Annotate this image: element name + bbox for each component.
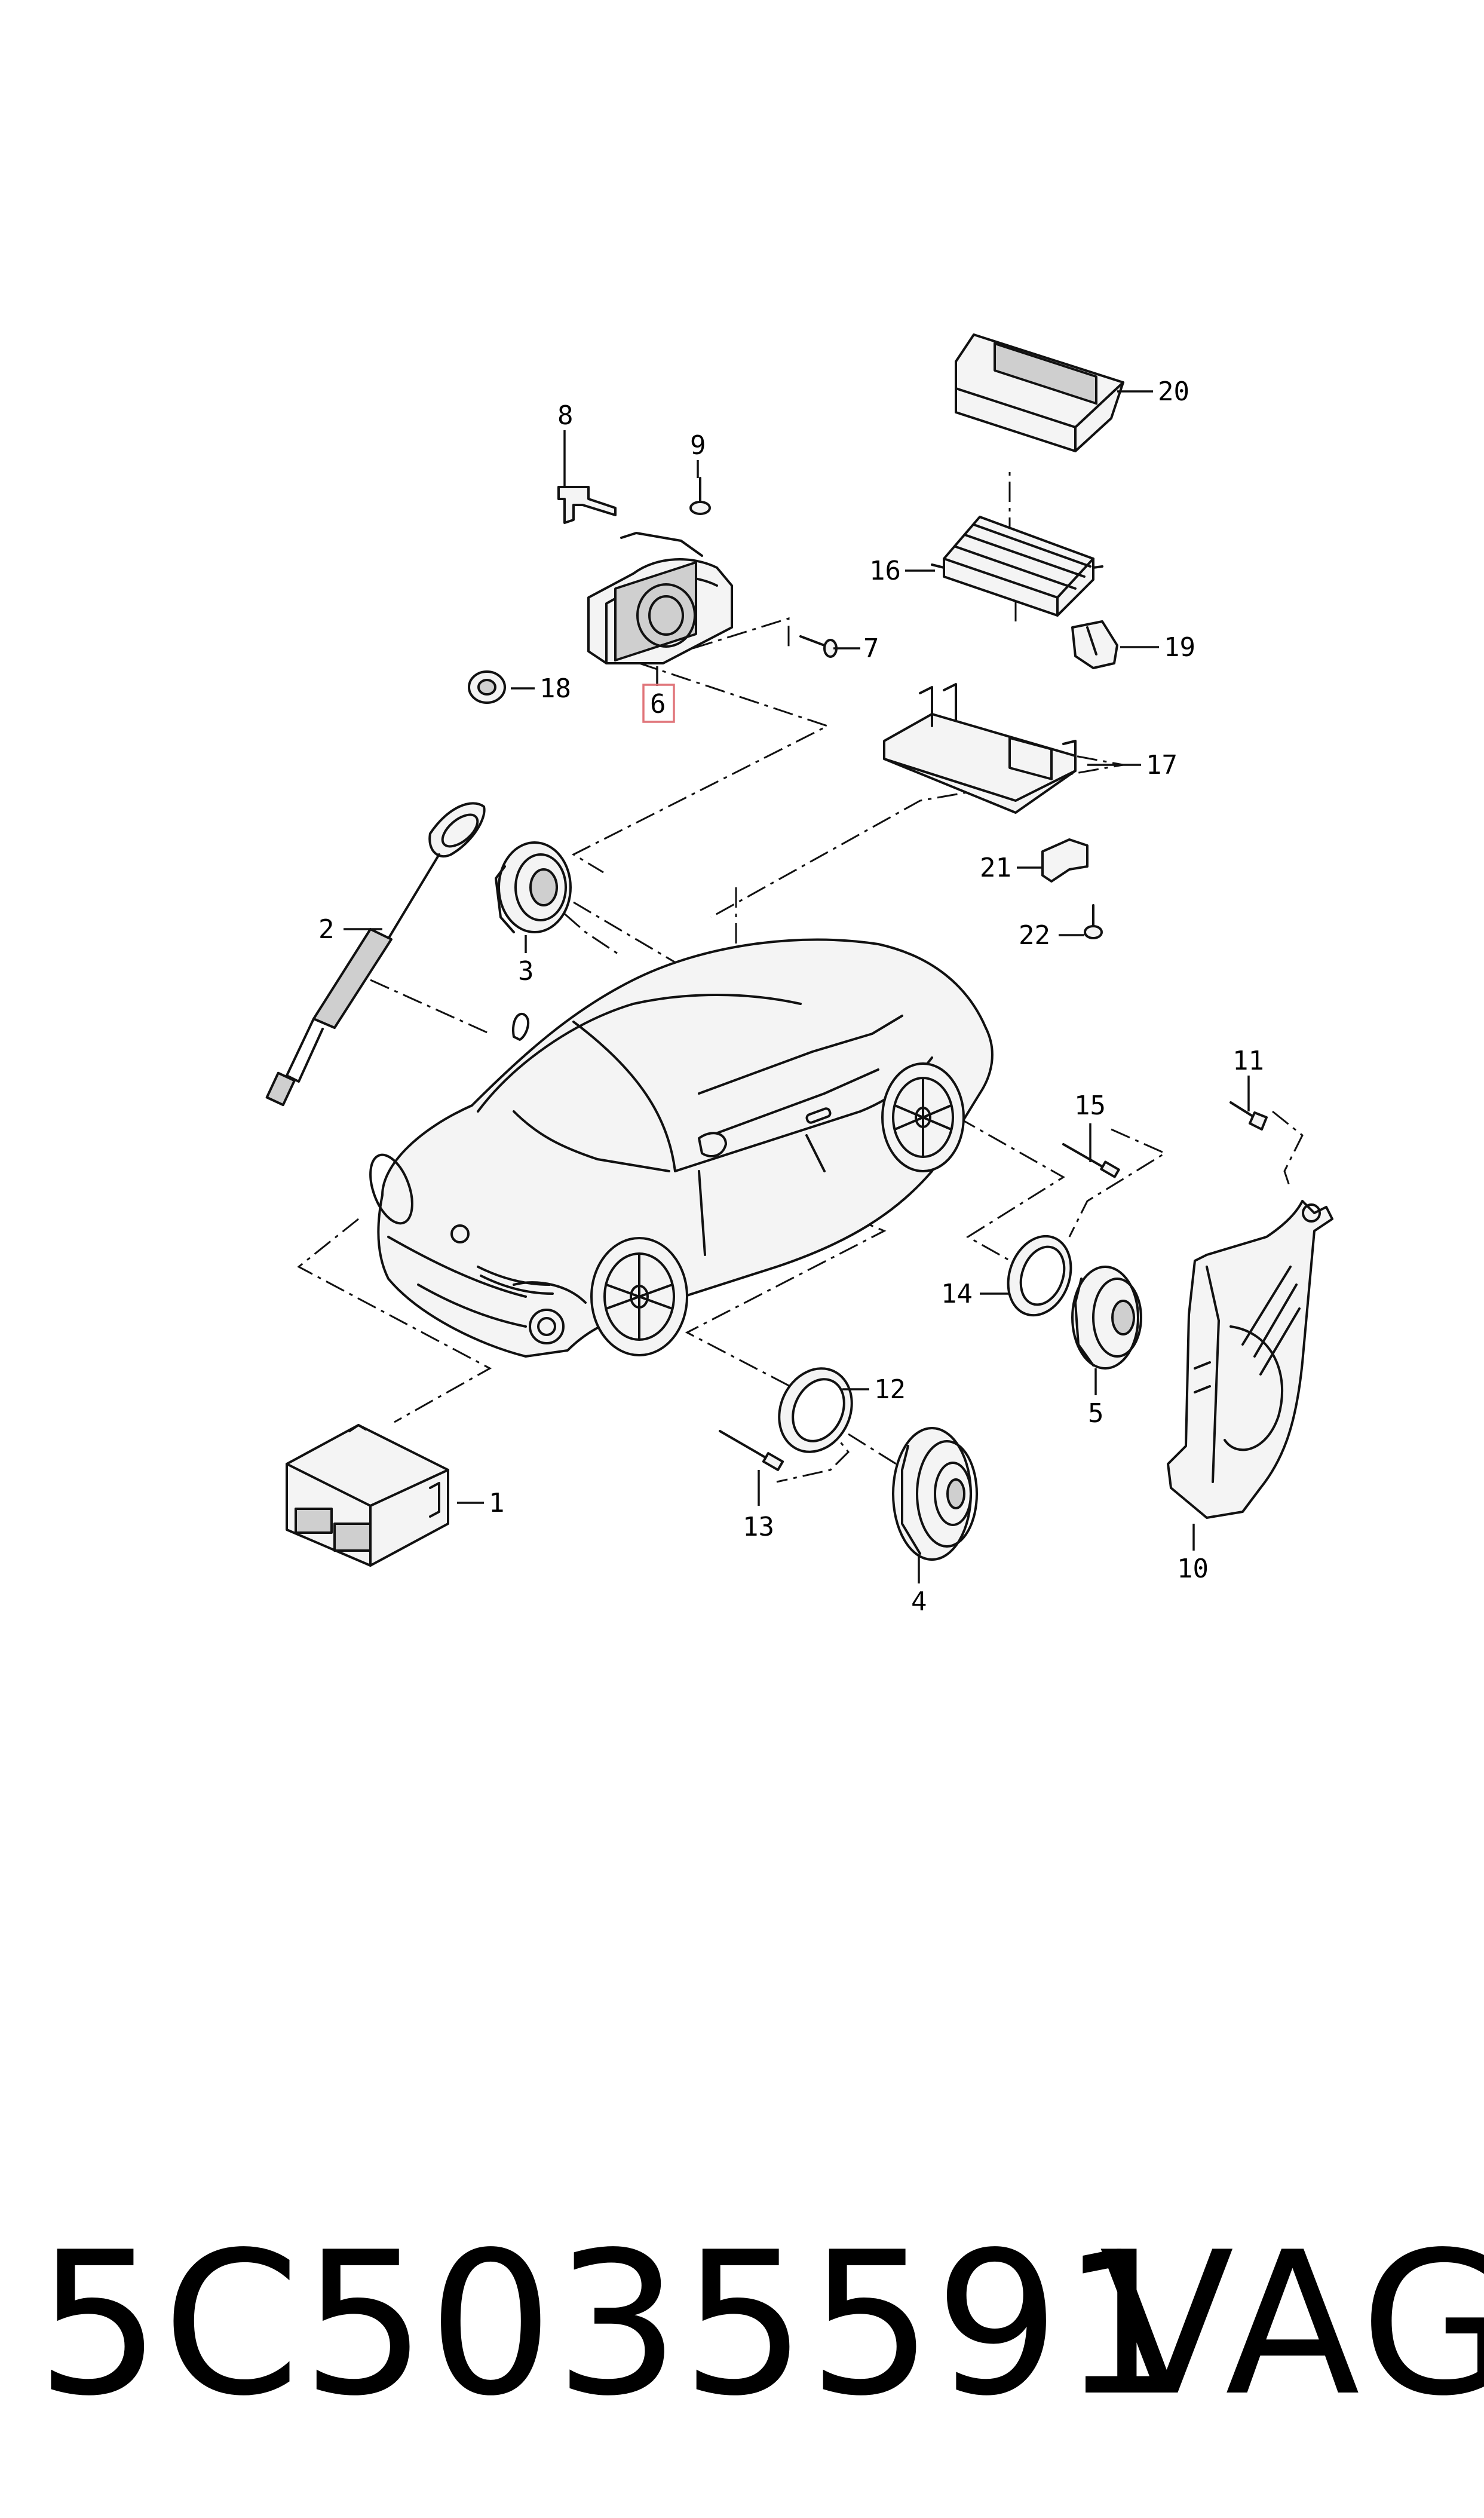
callout-22: 22 bbox=[1019, 920, 1050, 951]
car-body bbox=[369, 938, 994, 1358]
callout-11: 11 bbox=[1232, 1046, 1264, 1076]
leader-lines bbox=[344, 390, 1250, 1583]
part-18-clip bbox=[468, 670, 506, 704]
callout-7: 7 bbox=[863, 633, 879, 664]
part-10-speaker-housing bbox=[1167, 1200, 1333, 1519]
highlight-box bbox=[642, 684, 675, 723]
part-1-control-unit bbox=[286, 1424, 449, 1567]
part-22-screw bbox=[1084, 904, 1103, 939]
part-13-screw bbox=[719, 1430, 784, 1471]
part-16-amplifier bbox=[931, 516, 1103, 617]
part-21-bracket bbox=[1041, 838, 1089, 883]
callout-labels: 1 2 3 4 5 6 7 8 9 10 11 12 13 14 15 16 1… bbox=[318, 376, 1264, 1617]
callout-9: 9 bbox=[690, 430, 706, 461]
part-15-screw bbox=[1062, 1143, 1120, 1178]
part-17-mounting-plate bbox=[883, 683, 1077, 814]
callout-8: 8 bbox=[557, 400, 574, 431]
callout-15: 15 bbox=[1074, 1090, 1106, 1121]
part-14-seal-ring bbox=[1007, 1235, 1072, 1317]
footer: 5C5035591 VAG bbox=[0, 2205, 1484, 2444]
callout-5: 5 bbox=[1088, 1398, 1104, 1429]
part-6-subwoofer bbox=[587, 532, 733, 664]
callout-16: 16 bbox=[869, 556, 901, 586]
part-number: 5C5035591 bbox=[36, 2210, 1188, 2439]
callout-12: 12 bbox=[874, 1374, 906, 1405]
part-9-screw bbox=[689, 477, 711, 515]
callout-20: 20 bbox=[1158, 376, 1189, 407]
callout-18: 18 bbox=[539, 673, 571, 704]
part-2-antenna-cable bbox=[265, 802, 486, 1107]
part-3-tweeter bbox=[495, 841, 572, 933]
callout-10: 10 bbox=[1177, 1554, 1209, 1584]
part-8-bracket bbox=[557, 486, 617, 524]
callout-4: 4 bbox=[911, 1586, 927, 1617]
callout-13: 13 bbox=[743, 1512, 774, 1542]
part-7-screw bbox=[799, 635, 838, 658]
part-4-door-speaker bbox=[892, 1427, 978, 1561]
part-12-seal-ring bbox=[778, 1367, 853, 1453]
callout-3: 3 bbox=[518, 956, 534, 987]
part-11-rivet bbox=[1229, 1101, 1268, 1131]
callout-1: 1 bbox=[489, 1488, 505, 1518]
part-19-clip bbox=[1071, 620, 1118, 669]
part-5-door-speaker bbox=[1071, 1266, 1142, 1370]
callout-2: 2 bbox=[318, 914, 335, 945]
callout-17: 17 bbox=[1146, 750, 1178, 780]
callout-21: 21 bbox=[980, 853, 1011, 883]
part-20-cover bbox=[955, 333, 1124, 452]
callout-14: 14 bbox=[941, 1279, 973, 1309]
callout-6: 6 bbox=[650, 689, 666, 719]
brand-name: VAG bbox=[1099, 2210, 1484, 2439]
callout-19: 19 bbox=[1164, 632, 1195, 663]
